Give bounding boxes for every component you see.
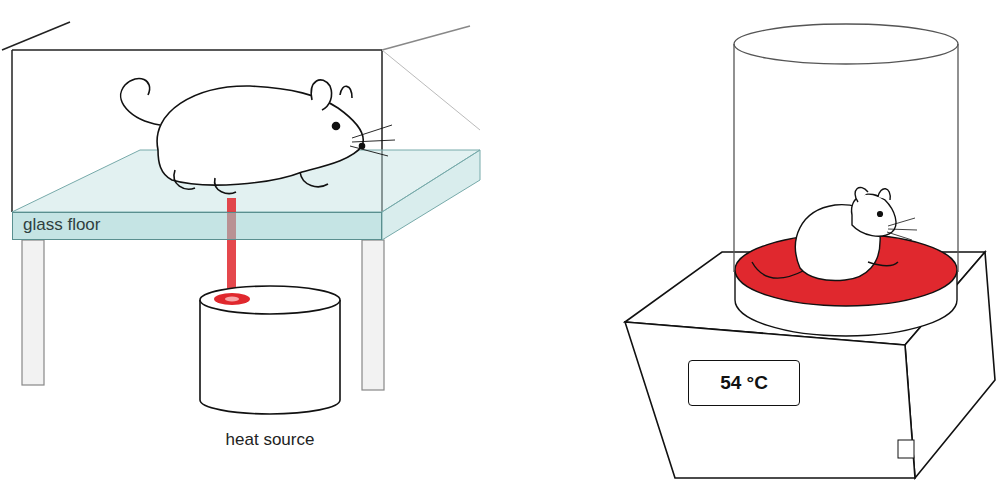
mouse-nose — [360, 144, 365, 149]
mouse-foot — [300, 172, 328, 187]
mouse-eye — [878, 212, 883, 217]
mouse-ear — [878, 189, 890, 200]
heat-spot — [214, 293, 250, 305]
cylinder-wall — [957, 44, 958, 272]
glass-side — [382, 150, 480, 240]
mouse-ear — [340, 86, 352, 98]
heat-spot-core — [225, 297, 239, 302]
box-edge — [12, 49, 382, 51]
heat-source-node: heat source — [195, 285, 345, 450]
glass-floor-band: glass floor — [12, 212, 382, 240]
mouse — [752, 187, 917, 280]
node-label: heat source — [195, 430, 345, 450]
table-leg — [362, 240, 384, 390]
mouse-foot — [215, 178, 236, 193]
mouse-foot — [174, 170, 195, 189]
mouse-whiskers — [350, 125, 395, 156]
mouse-ear — [311, 80, 331, 110]
mouse-eye — [333, 123, 340, 130]
node-label: 54 °C — [720, 372, 768, 394]
mouse-body — [157, 86, 363, 185]
box-edge — [382, 50, 480, 130]
device-front — [625, 322, 915, 478]
mouse-ear — [855, 187, 868, 202]
cylinder-top — [200, 286, 340, 314]
mouse — [121, 78, 395, 193]
temperature-display: 54 °C — [688, 360, 800, 406]
heat-source-cylinder — [200, 286, 340, 414]
mouse-paw — [868, 262, 898, 266]
mouse-tail — [121, 78, 160, 125]
cylinder-rim — [734, 24, 958, 64]
box-edge — [382, 26, 470, 50]
cylinder-wall — [733, 44, 734, 272]
box-edge — [11, 50, 13, 212]
test-box — [2, 22, 480, 212]
node-label: glass floor — [23, 215, 100, 234]
mouse-whiskers — [887, 218, 917, 240]
cylinder-body — [200, 300, 340, 414]
device-button — [898, 440, 914, 458]
box-edge — [2, 22, 70, 50]
mouse-tail — [752, 262, 805, 278]
table-leg — [22, 240, 44, 385]
